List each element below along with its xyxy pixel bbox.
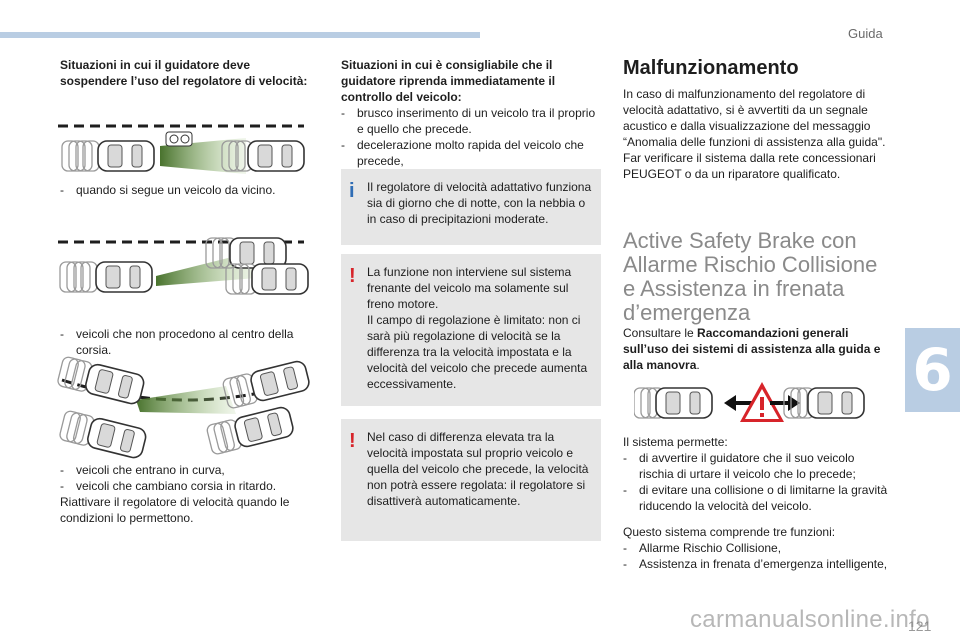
warning-icon: ! <box>349 265 356 287</box>
left-item-4: veicoli che cambiano corsia in ritardo. <box>60 478 320 494</box>
warning-note-speed-difference: ! Nel caso di differenza elevata tra la … <box>341 419 601 541</box>
illustration-close-following <box>58 124 305 174</box>
active-safety-brake-title: Active Safety Brake con Allarme Rischio … <box>623 228 878 325</box>
system-allows-block: Il sistema permette: di avvertire il gui… <box>623 434 889 514</box>
watermark: carmanualsonline.info <box>690 606 930 633</box>
warning-icon: ! <box>349 430 356 452</box>
leading-car <box>251 263 309 295</box>
malfunction-paragraph-1: In caso di malfunzionamento del regolato… <box>623 87 886 149</box>
middle-intro-block: Situazioni in cui è consigliabile che il… <box>341 57 601 169</box>
system-allows-intro: Il sistema permette: <box>623 435 728 449</box>
middle-heading: Situazioni in cui è consigliabile che il… <box>341 58 556 104</box>
warning-note-text-a: La funzione non interviene sul sistema f… <box>367 265 572 311</box>
consult-suffix: . <box>696 358 700 372</box>
left-item-1: quando si segue un veicolo da vicino. <box>60 182 320 198</box>
leading-car <box>807 387 865 419</box>
top-accent-bar <box>0 32 480 38</box>
system-allows-item-2: di evitare una collisione o di limitarne… <box>623 482 889 514</box>
lane-change-car-top <box>221 358 312 410</box>
own-car-trail <box>59 261 98 293</box>
middle-item-2: decelerazione molto rapida del veicolo c… <box>341 137 601 169</box>
warning-note-2-text: Nel caso di differenza elevata tra la ve… <box>367 430 589 508</box>
speed-sign-icon <box>165 131 193 147</box>
system-functions-intro: Questo sistema comprende tre funzioni: <box>623 525 836 539</box>
section-label: Guida <box>848 26 883 41</box>
illustration-curve-lane-change <box>56 355 312 460</box>
info-note-text: Il regolatore di velocità adattativo fun… <box>367 180 592 226</box>
curve-car-top <box>56 355 147 407</box>
chapter-number: 6 <box>912 336 953 404</box>
following-car-trail <box>61 140 100 172</box>
leading-car <box>247 140 305 172</box>
left-item-3: veicoli che entrano in curva, <box>60 462 320 478</box>
malfunction-paragraph-2: Far verificare il sistema dalla rete con… <box>623 151 876 181</box>
info-note: i Il regolatore di velocità adattativo f… <box>341 169 601 245</box>
middle-item-1: brusco inserimento di un veicolo tra il … <box>341 105 601 137</box>
illustration-off-center <box>58 237 309 295</box>
own-car <box>95 261 153 293</box>
own-car <box>655 387 713 419</box>
system-allows-item-1: di avvertire il guidatore che il suo vei… <box>623 450 889 482</box>
chapter-tab <box>905 328 960 412</box>
own-car <box>97 140 155 172</box>
page-number: 121 <box>908 618 932 634</box>
consult-paragraph: Consultare le Raccomandazioni generali s… <box>623 325 889 373</box>
malfunction-body: In caso di malfunzionamento del regolato… <box>623 86 889 182</box>
warning-note-engine-brake: ! La funzione non interviene sul sistema… <box>341 254 601 406</box>
warning-note-text-b: Il campo di regolazione è limitato: non … <box>367 313 588 391</box>
radar-beam <box>136 386 236 414</box>
left-closing-text: Riattivare il regolatore di velocità qua… <box>60 495 290 525</box>
system-function-1: Allarme Rischio Collisione, <box>623 540 889 556</box>
curve-car-bottom <box>58 409 149 460</box>
left-item-2: veicoli che non procedono al centro dell… <box>60 326 320 358</box>
left-heading: Situazioni in cui il guidatore deve sosp… <box>60 58 308 88</box>
radar-beam <box>160 138 246 174</box>
system-functions-block: Questo sistema comprende tre funzioni: A… <box>623 524 889 572</box>
left-arrow-head <box>724 395 736 411</box>
info-icon: i <box>349 180 355 202</box>
illustration-collision-warning <box>634 382 865 422</box>
malfunction-title: Malfunzionamento <box>623 57 799 79</box>
left-closing-block: veicoli che entrano in curva, veicoli ch… <box>60 462 320 526</box>
consult-reference: Raccomandazioni generali sull’uso dei si… <box>623 326 881 372</box>
system-function-2: Assistenza in frenata d’emergenza intell… <box>623 556 889 572</box>
consult-prefix: Consultare le <box>623 326 698 340</box>
